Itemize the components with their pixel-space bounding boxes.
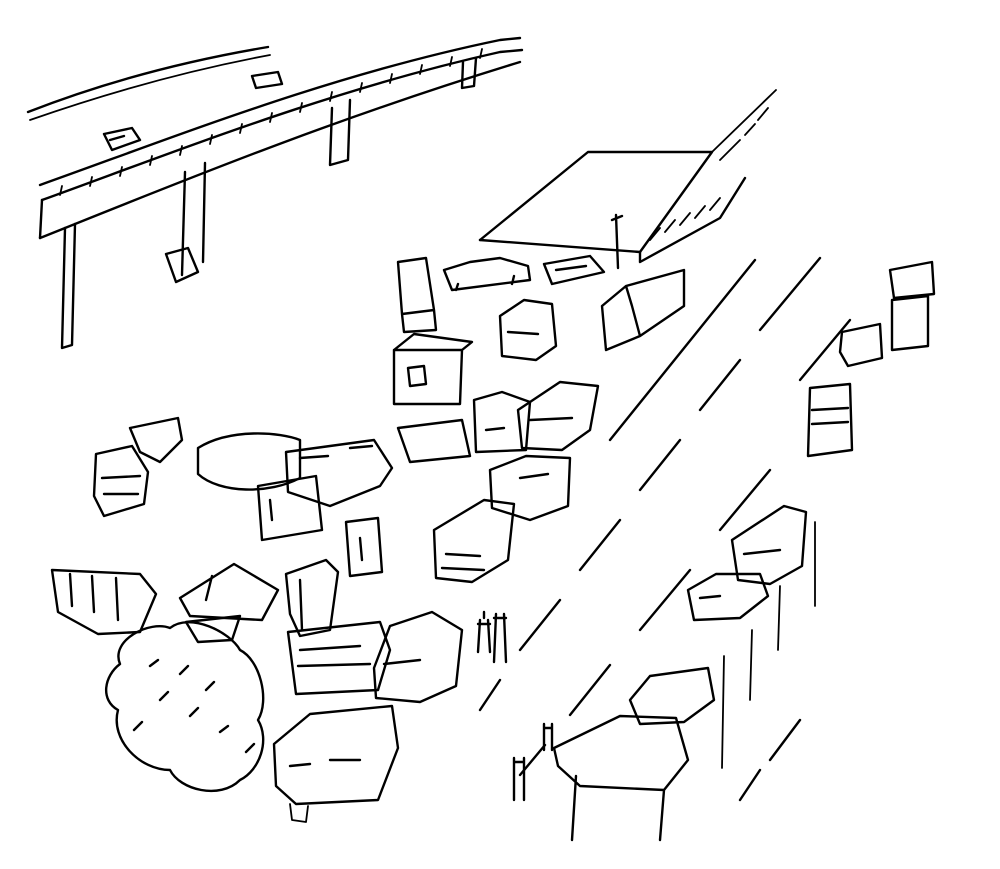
pedestrians xyxy=(476,610,554,802)
road-lanes xyxy=(478,256,852,802)
tree xyxy=(104,621,265,793)
right-lane-vehicles xyxy=(552,260,936,842)
elevated-highway xyxy=(26,36,524,350)
depot-building xyxy=(478,89,777,270)
vehicle-cluster xyxy=(50,254,686,823)
